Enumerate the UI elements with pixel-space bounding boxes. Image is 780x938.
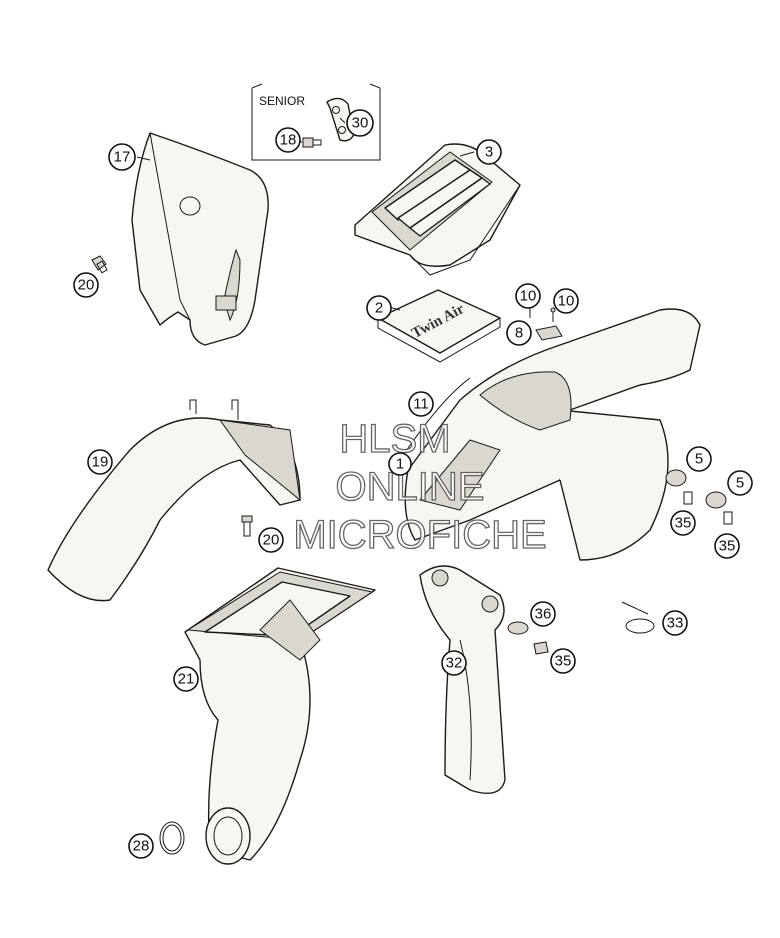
callout-35-right: 35 xyxy=(714,533,740,559)
washer-part-5-right xyxy=(705,491,733,525)
callout-11: 11 xyxy=(408,391,434,417)
callout-label-33: 33 xyxy=(667,615,684,632)
callout-label-20-middle: 20 xyxy=(263,532,280,549)
callout-label-2: 2 xyxy=(375,300,383,317)
bolt-part-18 xyxy=(302,137,322,148)
callout-5-right: 5 xyxy=(727,470,753,496)
clip-part-8 xyxy=(535,325,563,341)
watermark-line-2: ONLINE xyxy=(336,465,485,509)
callout-20-middle: 20 xyxy=(258,527,284,553)
callout-30: 30 xyxy=(346,109,374,137)
screw-part-20-middle xyxy=(241,515,253,537)
callout-label-11: 11 xyxy=(413,396,429,413)
front-number-plate-part-17 xyxy=(131,132,269,346)
callout-label-5-left: 5 xyxy=(695,451,703,468)
callout-label-36: 36 xyxy=(535,606,552,623)
callout-21: 21 xyxy=(173,666,199,692)
callout-label-30: 30 xyxy=(352,115,369,132)
callout-10-right: 10 xyxy=(553,288,579,314)
bracket-part-30 xyxy=(326,97,355,142)
callout-35-lower: 35 xyxy=(550,648,576,674)
callout-10-left: 10 xyxy=(515,283,541,309)
watermark: HLSM ONLINE MICROFICHE xyxy=(293,416,548,557)
callout-label-8: 8 xyxy=(515,325,523,342)
callout-label-3: 3 xyxy=(485,144,493,161)
callout-label-20-upper: 20 xyxy=(78,277,95,294)
callout-17: 17 xyxy=(108,143,136,171)
callout-label-35-lower: 35 xyxy=(555,653,572,670)
airbox-part-21 xyxy=(184,567,376,865)
hose-clamp-part-28 xyxy=(159,821,185,855)
callout-label-18: 18 xyxy=(280,132,297,149)
callout-28: 28 xyxy=(128,833,154,859)
callout-label-19: 19 xyxy=(92,454,109,471)
air-filter-cover-part-3 xyxy=(354,143,521,276)
callout-label-32: 32 xyxy=(446,655,463,672)
side-cover-part-32 xyxy=(419,565,506,794)
callout-label-35-right: 35 xyxy=(719,538,736,555)
callout-label-35-upper: 35 xyxy=(675,515,692,532)
sticker-part-2: Twin Air xyxy=(377,289,501,363)
rear-fender-part-1 xyxy=(399,308,701,561)
callout-18: 18 xyxy=(275,127,301,153)
cable-tie-part-33 xyxy=(621,601,655,634)
callout-label-1: 1 xyxy=(396,456,404,473)
screw-part-35-lower xyxy=(533,641,549,655)
callout-8: 8 xyxy=(506,320,532,346)
callout-label-21: 21 xyxy=(178,671,195,688)
callout-label-5-right: 5 xyxy=(736,475,744,492)
callout-20-upper: 20 xyxy=(73,272,99,298)
callout-35-upper: 35 xyxy=(670,510,696,536)
washer-part-36 xyxy=(507,621,529,635)
callout-label-10-right: 10 xyxy=(558,293,575,310)
callout-32: 32 xyxy=(441,650,467,676)
callout-label-10-left: 10 xyxy=(520,288,537,305)
callout-label-17: 17 xyxy=(114,149,131,166)
callout-33: 33 xyxy=(662,610,688,636)
washer-part-5-left xyxy=(665,469,693,505)
callout-label-28: 28 xyxy=(133,838,150,855)
screw-part-20-upper xyxy=(91,255,108,274)
front-fender-part-19 xyxy=(47,399,301,602)
callout-2: 2 xyxy=(366,295,392,321)
callout-1: 1 xyxy=(388,452,412,476)
callout-5-left: 5 xyxy=(686,446,712,472)
callout-3: 3 xyxy=(476,139,502,165)
senior-inset: SENIOR xyxy=(251,83,381,161)
senior-label: SENIOR xyxy=(259,94,305,108)
callout-19: 19 xyxy=(87,449,113,475)
watermark-line-3: MICROFICHE xyxy=(293,513,546,557)
callout-36: 36 xyxy=(530,601,556,627)
